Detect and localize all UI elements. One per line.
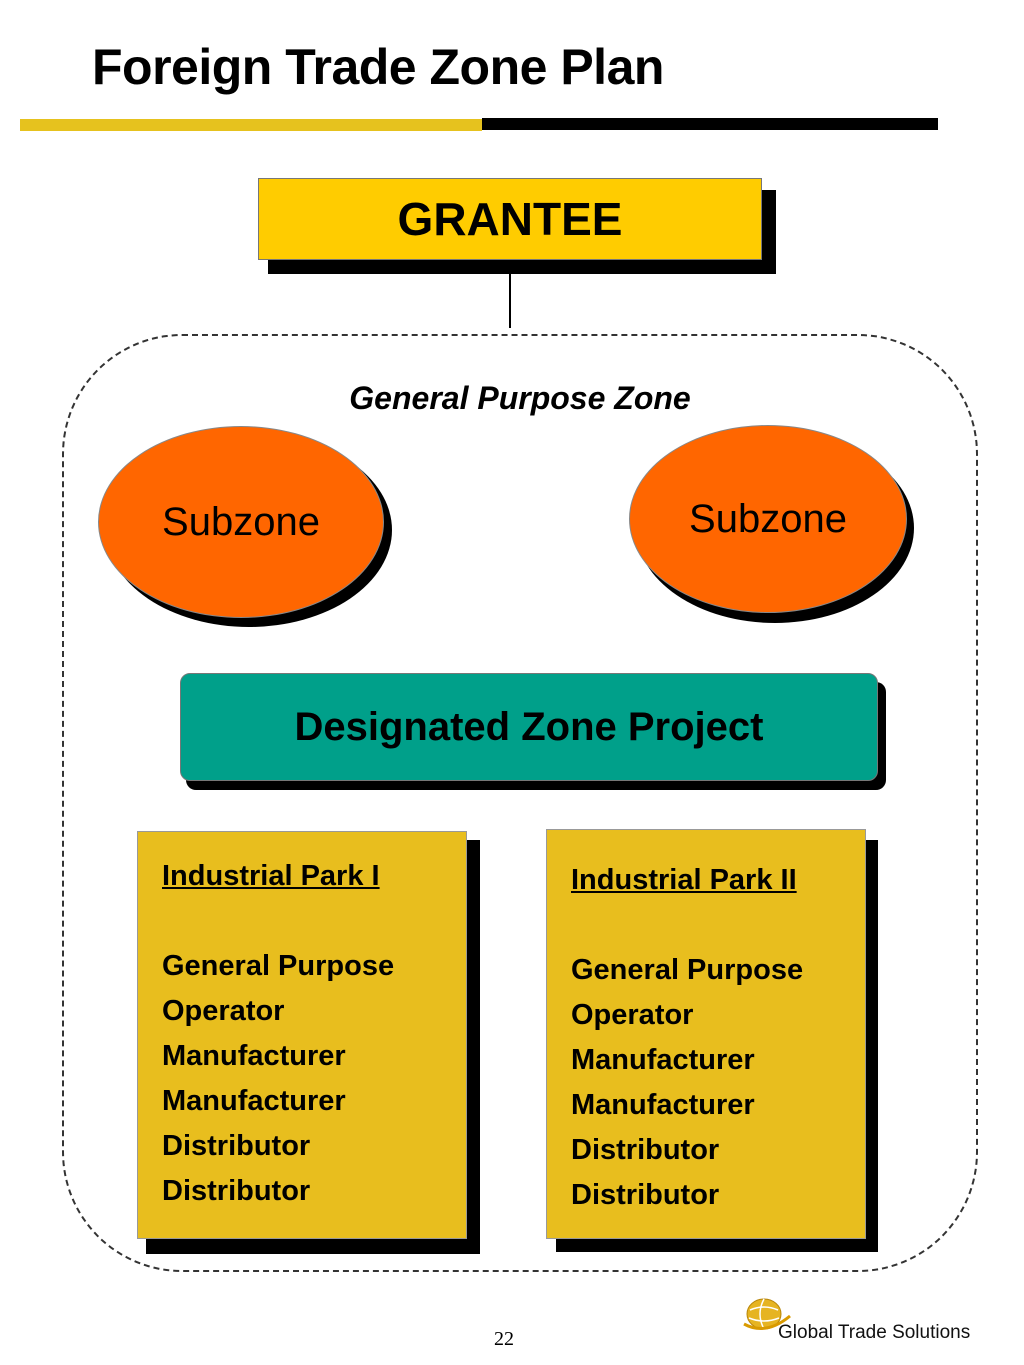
title-underline-yellow (20, 119, 482, 131)
industrial-park-1: Industrial Park I General Purpose Operat… (137, 831, 467, 1239)
page-title: Foreign Trade Zone Plan (92, 39, 664, 95)
park-1-item: Distributor (162, 1130, 311, 1162)
title-underline-black (482, 118, 938, 130)
industrial-park-2-title: Industrial Park II (571, 864, 797, 896)
grantee-box: GRANTEE (258, 178, 762, 260)
industrial-park-2: Industrial Park II General Purpose Opera… (546, 829, 866, 1239)
park-2-item: Manufacturer (571, 1044, 755, 1076)
park-1-item: Distributor (162, 1175, 311, 1207)
park-2-item: General Purpose (571, 954, 804, 986)
page-number: 22 (494, 1328, 514, 1350)
park-1-item: Operator (162, 995, 285, 1027)
designated-zone-project-box: Designated Zone Project (180, 673, 878, 781)
general-purpose-zone-label: General Purpose Zone (349, 380, 691, 416)
subzone-right: Subzone (629, 425, 907, 613)
company-name: Global Trade Solutions (778, 1322, 971, 1343)
grantee-connector-line (509, 272, 511, 328)
park-2-item: Manufacturer (571, 1089, 755, 1121)
industrial-park-1-title: Industrial Park I (162, 860, 380, 892)
park-2-item: Distributor (571, 1134, 720, 1166)
globe-icon (742, 1294, 792, 1345)
general-purpose-zone-outline (62, 334, 978, 1272)
park-2-item: Distributor (571, 1179, 720, 1211)
park-2-item: Operator (571, 999, 694, 1031)
park-1-item: General Purpose (162, 950, 395, 982)
subzone-left: Subzone (98, 426, 384, 618)
park-1-item: Manufacturer (162, 1040, 346, 1072)
park-1-item: Manufacturer (162, 1085, 346, 1117)
